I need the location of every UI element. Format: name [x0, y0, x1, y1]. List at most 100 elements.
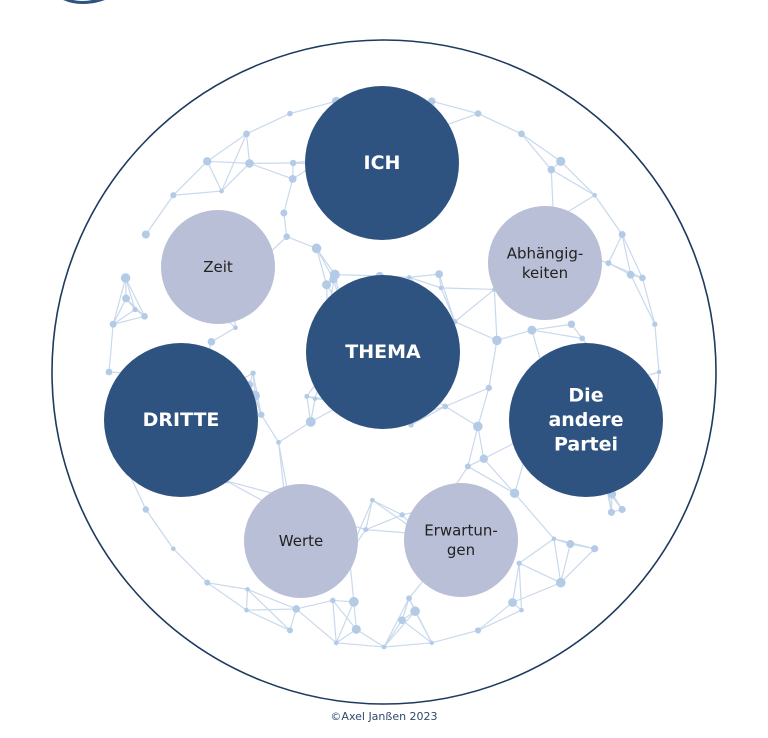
- andere-partei-label: andere: [548, 409, 623, 431]
- network-line: [445, 387, 490, 407]
- network-line: [145, 509, 174, 550]
- network-dot: [555, 577, 566, 588]
- network-line: [355, 628, 385, 648]
- node-dritte: DRITTE: [104, 343, 258, 497]
- network-line: [518, 563, 523, 611]
- network-line: [477, 602, 513, 631]
- network-dot: [287, 110, 293, 117]
- network-dot: [280, 209, 288, 217]
- werte-circle: [244, 484, 358, 598]
- network-line: [247, 588, 297, 610]
- network-line: [207, 160, 250, 164]
- network-dot: [141, 312, 148, 320]
- network-line: [278, 421, 312, 443]
- network-line: [113, 315, 145, 325]
- network-line: [372, 499, 403, 516]
- network-line: [560, 160, 596, 196]
- erwartungen-circle: [404, 483, 518, 597]
- network-line: [245, 133, 251, 164]
- network-dot: [207, 337, 216, 346]
- network-dot: [381, 644, 387, 650]
- network-line: [315, 248, 328, 285]
- network-line: [383, 598, 410, 648]
- network-line: [401, 598, 410, 621]
- network-line: [641, 277, 656, 325]
- network-line: [383, 619, 403, 648]
- network-line: [172, 160, 208, 196]
- network-line: [211, 327, 236, 343]
- network-line: [477, 113, 522, 135]
- node-abhaengigkeiten: Abhängig-keiten: [488, 206, 602, 320]
- network-dot: [607, 508, 616, 516]
- network-line: [531, 323, 572, 331]
- network-dot: [322, 280, 332, 290]
- network-dot: [399, 512, 405, 518]
- network-line: [246, 113, 291, 135]
- network-dot: [250, 370, 256, 376]
- network-dot: [485, 384, 492, 391]
- andere-partei-circle: [509, 343, 663, 497]
- network-dot: [508, 598, 517, 607]
- network-line: [383, 642, 432, 648]
- network-line: [365, 514, 403, 531]
- network-dot: [351, 624, 361, 634]
- network-line: [431, 629, 479, 644]
- logo-swoosh-icon: [63, 0, 105, 4]
- network-dot: [283, 233, 291, 240]
- network-line: [440, 287, 495, 291]
- network-line: [221, 133, 248, 192]
- network-dot: [406, 595, 412, 602]
- network-line: [621, 234, 643, 279]
- network-dot: [258, 411, 265, 418]
- network-line: [607, 234, 623, 264]
- network-line: [283, 178, 294, 214]
- network-dot: [348, 596, 359, 607]
- network-line: [493, 289, 498, 341]
- network-dot: [591, 545, 599, 553]
- network-dot: [398, 616, 406, 624]
- erwartungen-label: Erwartun-: [424, 521, 498, 539]
- network-line: [521, 133, 552, 171]
- dritte-label: DRITTE: [143, 409, 220, 431]
- network-line: [172, 548, 208, 584]
- network-dot: [203, 157, 212, 166]
- outer-ring: [51, 39, 717, 705]
- network-line: [518, 538, 555, 564]
- network-line: [108, 324, 114, 373]
- network-dot: [438, 285, 444, 291]
- network-line: [621, 234, 632, 275]
- network-line: [336, 642, 385, 648]
- network-line: [408, 276, 442, 289]
- network-line: [335, 601, 355, 644]
- andere-partei-label: Partei: [554, 434, 618, 456]
- network-line: [511, 563, 520, 603]
- network-dot: [370, 497, 375, 503]
- network-dot: [464, 463, 471, 470]
- network-dot: [120, 273, 131, 283]
- network-line: [286, 236, 317, 249]
- network-dot: [652, 321, 658, 327]
- network-line: [550, 169, 595, 196]
- network-line: [454, 321, 498, 341]
- network-dot: [245, 159, 254, 168]
- network-line: [145, 194, 174, 235]
- network-dot: [288, 175, 297, 183]
- copyright-text: ©Axel Janßen 2023: [330, 710, 438, 723]
- network-dot: [519, 607, 524, 613]
- network-line: [206, 133, 247, 162]
- network-dot: [474, 627, 482, 634]
- abhaengigkeiten-label: Abhängig-: [507, 244, 584, 262]
- network-line: [531, 329, 583, 339]
- network-dot: [618, 231, 626, 238]
- network-line: [570, 543, 595, 550]
- network-dot: [170, 192, 177, 199]
- network-line: [560, 548, 596, 584]
- network-dot: [605, 260, 612, 267]
- network-dot: [363, 527, 369, 533]
- network-line: [260, 414, 280, 443]
- werte-label: Werte: [279, 532, 323, 550]
- network-dot: [245, 587, 250, 592]
- network-line: [431, 100, 479, 115]
- network-dot: [105, 368, 113, 376]
